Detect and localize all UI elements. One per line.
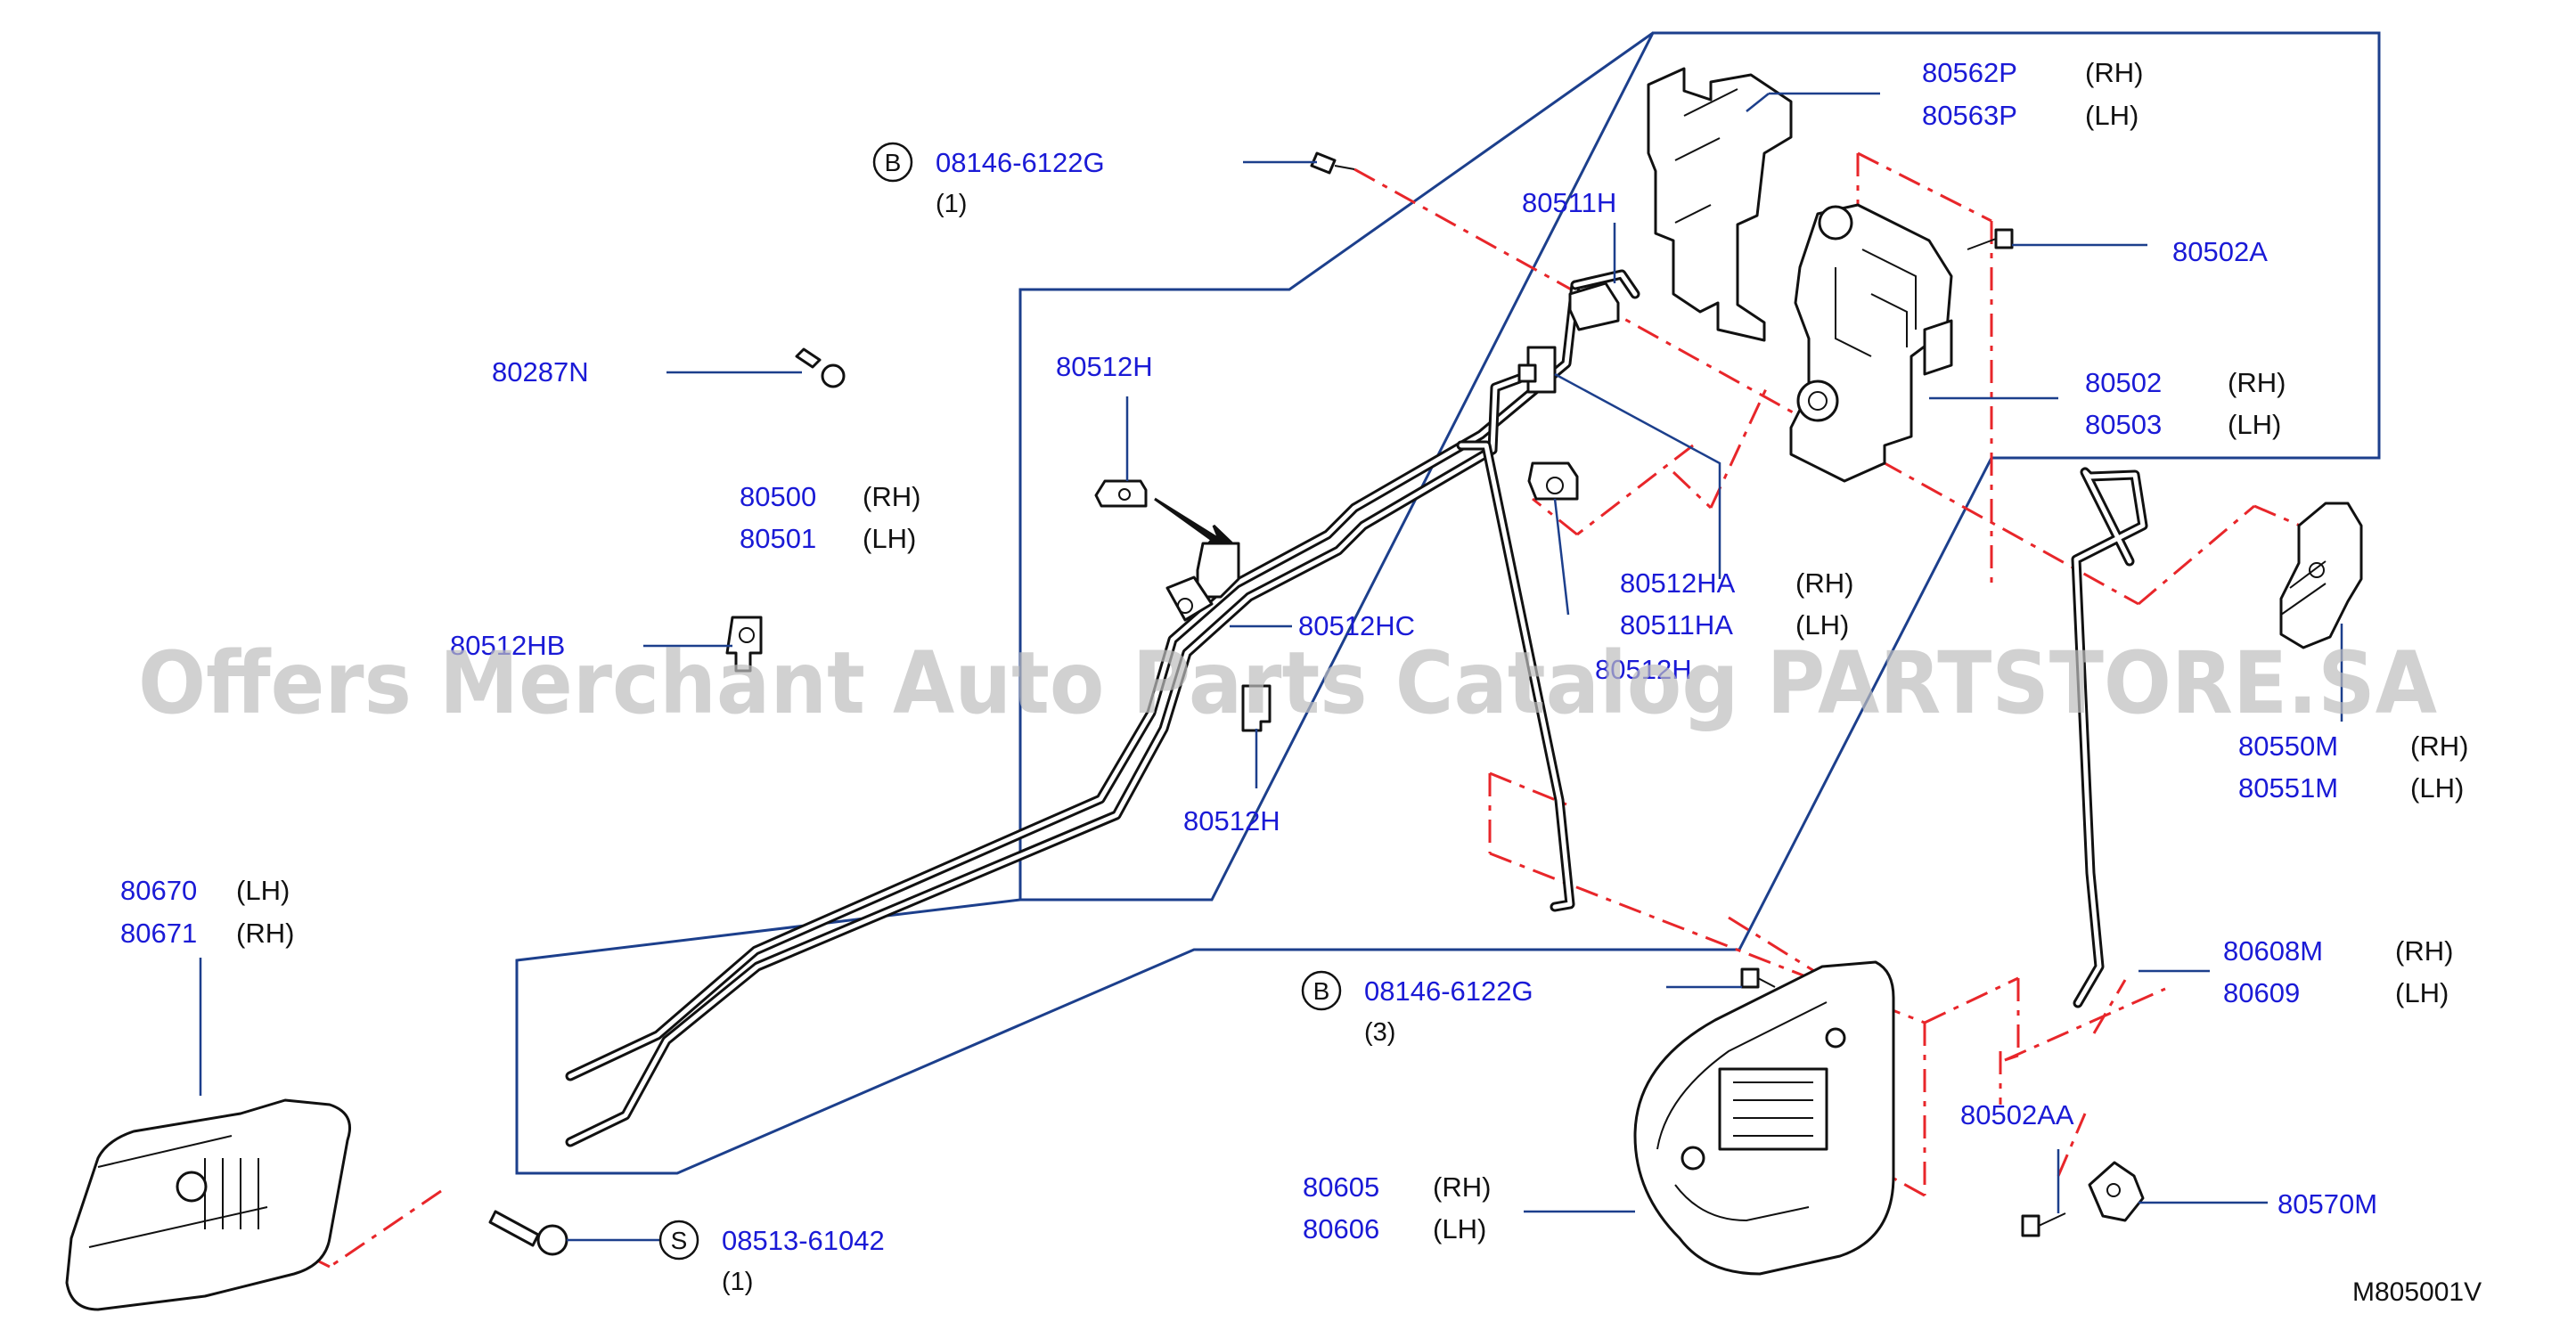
clip-80511h [1568,282,1620,331]
clip-upper [1517,346,1557,394]
clip-80512h-a [1094,479,1148,508]
part-number-80512h-lower[interactable]: 80512H [1183,805,1280,836]
part-number-80605[interactable]: 80605 [1303,1171,1379,1203]
part-number-80503[interactable]: 80503 [2085,409,2162,440]
side-label: (LH) [2395,977,2449,1008]
inside-handle-80605 [1633,960,1895,1276]
part-number-80502[interactable]: 80502 [2085,367,2162,398]
side-label: (RH) [2228,367,2286,398]
screw-icon [488,1210,568,1256]
clip-80512ha [1527,461,1579,501]
side-label: (RH) [2395,935,2453,967]
part-number-80502a[interactable]: 80502A [2172,236,2268,267]
part-number-80500[interactable]: 80500 [740,481,816,512]
part-labels: 80562P (RH) 80563P (LH) 80502A 80511H 80… [120,57,2468,1244]
part-number-80563p[interactable]: 80563P [1922,100,2017,131]
lock-rods [565,269,2148,1147]
actuator-80550m [2279,502,2363,649]
side-label: (RH) [2410,730,2468,762]
side-label: (LH) [2410,772,2464,804]
part-number-80512h-upper[interactable]: 80512H [1056,351,1153,382]
part-number-08513-61042[interactable]: 08513-61042 [722,1225,885,1256]
part-number-80550m[interactable]: 80550M [2238,730,2338,762]
handle-80670 [65,1098,351,1311]
grommet-80287n [795,347,846,388]
striker-80570m [2088,1161,2145,1222]
side-label: (RH) [2085,57,2143,88]
callout-bolt-mid: B 08146-6122G (3) [1301,970,1533,1047]
badge-label: B [885,149,902,176]
part-number-80501[interactable]: 80501 [740,523,816,554]
part-number-80609[interactable]: 80609 [2223,977,2300,1008]
callout-bolt-top: B 08146-6122G (1) [872,142,1105,218]
side-label: (LH) [236,875,290,906]
door-lock-80502 [1789,203,1953,483]
part-number-80502aa[interactable]: 80502AA [1960,1099,2074,1130]
badge-label: S [671,1227,688,1254]
part-number-80671[interactable]: 80671 [120,918,197,949]
part-number-08146-6122g-mid[interactable]: 08146-6122G [1364,975,1533,1007]
side-label: (LH) [863,523,916,554]
bolt-top-icon [1310,151,1355,175]
bracket-80562p [1647,67,1793,342]
callout-screw: S 08513-61042 (1) [658,1220,885,1296]
part-number-80562p[interactable]: 80562P [1922,57,2017,88]
side-label: (RH) [236,918,294,949]
assembly-frame [515,31,2381,1175]
clip-arrow [1154,497,1238,550]
diagram-code: M805001V [2352,1277,2482,1307]
part-number-80570m[interactable]: 80570M [2278,1188,2377,1220]
part-number-80670[interactable]: 80670 [120,875,197,906]
bolt-80502a-icon [1967,228,2014,250]
quantity-label: (1) [936,190,967,218]
side-label: (RH) [1433,1171,1491,1203]
clip-80512hb [725,616,763,673]
part-number-80551m[interactable]: 80551M [2238,772,2338,804]
quantity-label: (1) [722,1268,753,1296]
watermark: Offers Merchant Auto Parts Catalog PARTS… [138,633,2437,733]
side-label: (RH) [863,481,920,512]
part-number-80511h[interactable]: 80511H [1522,187,1616,218]
quantity-label: (3) [1364,1018,1395,1047]
side-label: (LH) [1433,1213,1486,1244]
side-label: (LH) [2085,100,2138,131]
part-number-80512hc[interactable]: 80512HC [1298,610,1415,641]
part-number-08146-6122g[interactable]: 08146-6122G [936,147,1105,178]
part-number-80511ha[interactable]: 80511HA [1620,609,1733,641]
part-number-80512h-partial[interactable]: 80512H [1595,654,1692,685]
part-number-80512ha[interactable]: 80512HA [1620,567,1736,599]
badge-label: B [1313,977,1330,1005]
side-label: (LH) [1795,609,1849,641]
part-number-80606[interactable]: 80606 [1303,1213,1379,1244]
part-number-80512hb[interactable]: 80512HB [450,630,565,661]
side-label: (RH) [1795,567,1853,599]
clip-80512h-b [1241,684,1272,732]
leader-lines [199,92,2343,1242]
bolt-80502aa-icon [2021,1212,2066,1237]
side-label: (LH) [2228,409,2281,440]
clip-80512hc [1165,542,1240,622]
part-number-80287n[interactable]: 80287N [492,356,589,388]
part-number-80608m[interactable]: 80608M [2223,935,2323,967]
bolt-mid-icon [1740,967,1776,989]
